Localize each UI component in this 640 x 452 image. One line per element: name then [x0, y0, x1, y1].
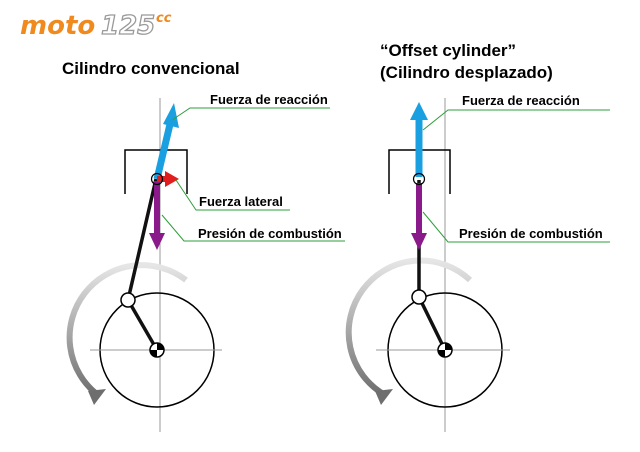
left-connecting-rod — [126, 178, 158, 301]
left-cylinder — [124, 149, 188, 194]
left-lateral-label: Fuerza lateral — [199, 194, 283, 209]
left-rotation-arrowhead — [88, 389, 106, 405]
logo-moto-text: moto — [20, 11, 95, 41]
offset-cylinder-diagram: “Offset cylinder” (Cilindro desplazado) — [345, 41, 610, 432]
left-lateral-leader — [175, 179, 290, 211]
left-reaction-arrowhead — [163, 103, 179, 128]
right-combustion-leader — [422, 211, 610, 243]
left-combustion-arrowhead — [149, 233, 165, 250]
left-lateral-arrowhead — [165, 171, 179, 187]
right-crank-pin — [411, 289, 427, 305]
right-combustion-arrowhead — [411, 233, 427, 250]
left-combustion-label: Presión de combustión — [198, 226, 342, 241]
right-rotation-arrow — [345, 257, 473, 398]
conventional-cylinder-diagram: Cilindro convencional — [62, 59, 345, 432]
moto125-logo: moto 125 cc — [20, 10, 172, 41]
left-rotation-arrow — [66, 262, 188, 398]
right-title-line2: (Cilindro desplazado) — [380, 63, 553, 82]
left-piston-pin — [150, 172, 164, 186]
left-crank-pin — [120, 292, 136, 308]
right-crank-arm — [417, 296, 447, 351]
left-reaction-arrow-shaft — [153, 119, 175, 180]
right-combustion-label: Presión de combustión — [459, 226, 603, 241]
left-title: Cilindro convencional — [62, 59, 240, 78]
left-reaction-leader — [171, 107, 330, 121]
logo-cc-text: cc — [156, 11, 172, 26]
right-title-line1: “Offset cylinder” — [380, 41, 516, 60]
logo-number-text: 125 — [101, 11, 155, 41]
left-combustion-leader — [161, 214, 345, 242]
right-piston-pin — [412, 172, 426, 186]
right-reaction-label: Fuerza de reacción — [462, 93, 580, 108]
right-reaction-arrowhead — [410, 102, 428, 120]
right-rotation-arrowhead — [375, 389, 393, 405]
right-reaction-leader — [422, 109, 610, 131]
left-crank-arm — [126, 299, 159, 351]
left-reaction-label: Fuerza de reacción — [210, 92, 328, 107]
